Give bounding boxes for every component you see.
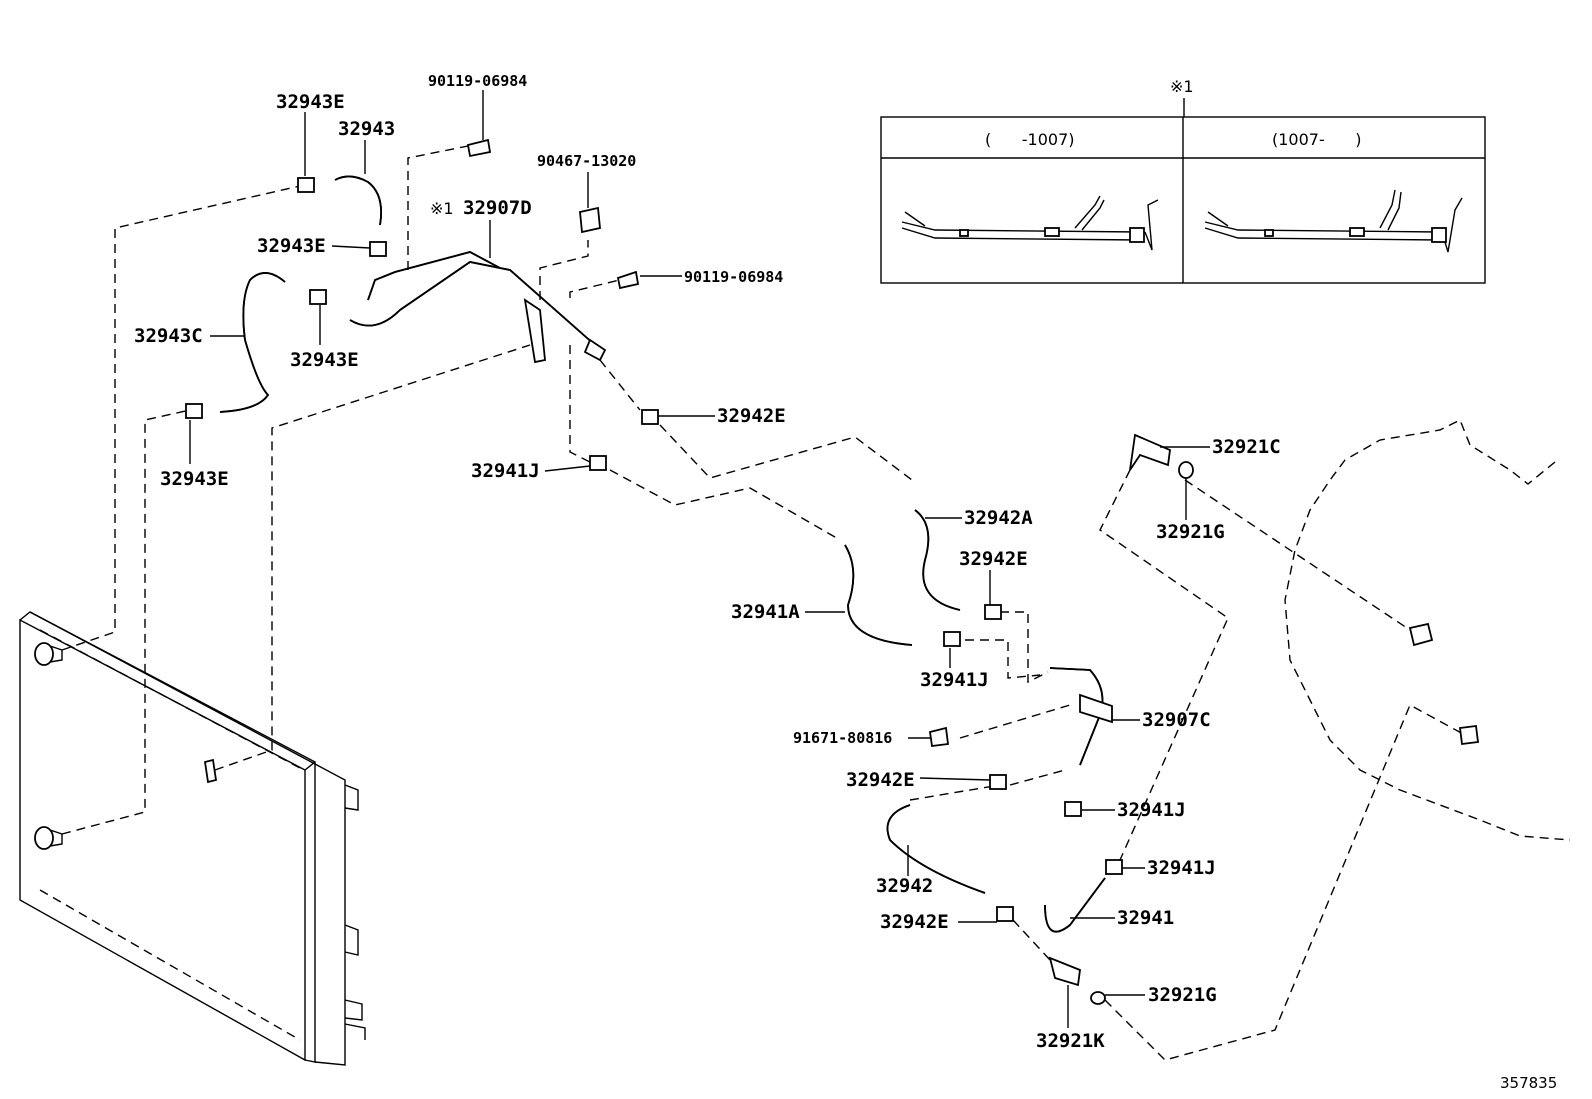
clamp-icon: [369, 241, 387, 257]
clamp-icon: [984, 604, 1002, 620]
clamp-icon: [989, 774, 1007, 790]
label-32943E: 32943E: [257, 235, 326, 257]
label-32942E: 32942E: [717, 405, 786, 427]
gasket-icon: [1178, 461, 1194, 479]
hose-32941A: [844, 544, 913, 646]
label-ref-1: ※1: [430, 199, 454, 218]
radiator-upper-port-icon: [34, 642, 54, 666]
transmission-fitting-upper-icon: [1408, 622, 1434, 647]
label-32941J: 32941J: [471, 460, 540, 482]
label-32943E: 32943E: [160, 468, 229, 490]
radiator-clip-icon: [203, 758, 218, 784]
transmission-fitting-lower-icon: [1458, 724, 1480, 746]
label-32921K: 32921K: [1036, 1030, 1105, 1052]
hose-32943C: [219, 272, 286, 413]
inset-left-pipe-icon: [901, 195, 1159, 251]
transmission-case: [1284, 419, 1571, 841]
label-32943E: 32943E: [276, 91, 345, 113]
clamps-and-fittings: [185, 138, 1194, 1005]
radiator: [19, 611, 366, 1066]
inset-variants-box: ※1 ( -1007) (1007- ): [880, 77, 1486, 284]
clamp-icon: [1064, 801, 1082, 817]
bolt-icon: [466, 138, 492, 158]
clamp-icon: [297, 177, 315, 193]
label-32907C: 32907C: [1142, 709, 1211, 731]
union-fitting-icon: [1129, 433, 1171, 471]
clamp-icon: [185, 403, 203, 419]
label-32941A: 32941A: [731, 601, 800, 623]
bolt-icon: [928, 726, 950, 748]
label-32921G: 32921G: [1156, 521, 1225, 543]
dashed-connection-lines: [61, 145, 1466, 1061]
label-32942E: 32942E: [959, 548, 1028, 570]
clamp-icon: [1105, 859, 1123, 875]
label-32941J: 32941J: [920, 669, 989, 691]
label-32941J: 32941J: [1117, 799, 1186, 821]
hose-32941: [1044, 877, 1106, 933]
label-32942A: 32942A: [964, 507, 1033, 529]
inset-left-header: ( -1007): [985, 130, 1075, 149]
label-32921C: 32921C: [1212, 436, 1281, 458]
label-90467-13020: 90467-13020: [537, 152, 636, 170]
clamp-icon: [996, 906, 1014, 922]
label-32942E: 32942E: [846, 769, 915, 791]
inset-right-pipe-icon: [1204, 189, 1463, 253]
label-32943E: 32943E: [290, 349, 359, 371]
label-90119-06984: 90119-06984: [428, 72, 527, 90]
oil-cooler-pipe-32907D: [349, 251, 607, 364]
clamp-icon: [943, 631, 961, 647]
clamp-icon: [309, 289, 327, 305]
clamp-icon: [589, 455, 607, 471]
label-32942E: 32942E: [880, 911, 949, 933]
hose-32942A: [914, 509, 961, 611]
label-32941: 32941: [1117, 907, 1174, 929]
oil-cooler-pipe-32907C: [1049, 667, 1113, 766]
label-32907D: 32907D: [463, 197, 532, 219]
radiator-lower-port-icon: [34, 826, 54, 850]
label-32943: 32943: [338, 118, 395, 140]
label-32943C: 32943C: [134, 325, 203, 347]
label-32942: 32942: [876, 875, 933, 897]
union-fitting-icon: [1048, 956, 1081, 987]
inset-ref-label: ※1: [1170, 77, 1194, 96]
label-leaders: [189, 90, 1210, 1028]
label-32921G: 32921G: [1148, 984, 1217, 1006]
clamp-icon: [641, 409, 659, 425]
diagram-id: 357835: [1500, 1074, 1557, 1092]
hose-32943: [334, 175, 383, 226]
clip-icon: [579, 206, 601, 234]
label-32941J: 32941J: [1147, 857, 1216, 879]
label-91671-80816: 91671-80816: [793, 729, 892, 747]
gasket-icon: [1090, 991, 1106, 1005]
bolt-icon: [616, 270, 640, 290]
inset-right-header: (1007- ): [1272, 130, 1362, 149]
label-90119-06984: 90119-06984: [684, 268, 783, 286]
